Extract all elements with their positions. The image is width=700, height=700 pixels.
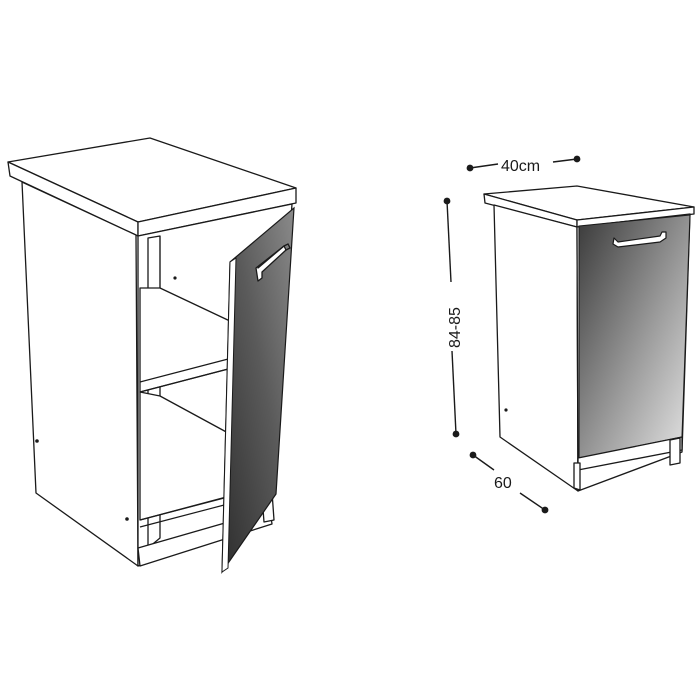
open-cabinet-interior-screw [173, 276, 177, 280]
height-dimension-line-top [446, 200, 452, 283]
closed-cabinet-top-front-edge [576, 206, 695, 228]
open-cabinet-top-front-edge [137, 187, 297, 237]
open-cabinet-upper-shelf-front [139, 357, 233, 383]
open-cabinet-bottom-shelf-front-b [139, 503, 229, 528]
closed-cabinet-side-panel [493, 204, 579, 492]
depth-dimension-start-dot [469, 451, 477, 459]
closed-cabinet [483, 185, 695, 492]
closed-cabinet-foot-side [573, 462, 581, 491]
width-dimension-end-dot [573, 155, 581, 163]
closed-cabinet-side-screw [504, 408, 508, 412]
open-cabinet-upper-shelf-front-b [139, 367, 233, 393]
open-cabinet [7, 137, 297, 574]
dimension-annotations: 40cm 84-85 60 [443, 155, 581, 514]
depth-dimension-line-bottom [519, 492, 546, 511]
closed-cabinet-door[interactable] [578, 214, 691, 459]
height-dimension-line-bottom [451, 350, 457, 435]
closed-cabinet-foot-front [669, 437, 681, 466]
width-dimension-start-dot [466, 164, 474, 172]
depth-dimension-line-top [472, 454, 495, 471]
width-dimension-line-left [469, 163, 499, 169]
open-cabinet-side-screw-lower [125, 517, 129, 521]
width-dimension-line-right [552, 158, 578, 163]
closed-cabinet-door-handle-icon[interactable] [612, 231, 667, 248]
height-dimension-bottom-dot [452, 430, 460, 438]
open-cabinet-side-screw [35, 439, 39, 443]
height-dimension-label: 84-85 [447, 307, 464, 348]
open-cabinet-door-edge [221, 257, 237, 573]
height-dimension-top-dot [443, 197, 451, 205]
depth-dimension-label: 60 [494, 475, 512, 492]
depth-dimension-end-dot [541, 506, 549, 514]
open-cabinet-side-panel [21, 181, 139, 567]
open-cabinet-door-handle-grip [257, 243, 291, 269]
width-dimension-label: 40cm [501, 158, 540, 175]
open-cabinet-bottom-shelf-front [139, 496, 229, 521]
